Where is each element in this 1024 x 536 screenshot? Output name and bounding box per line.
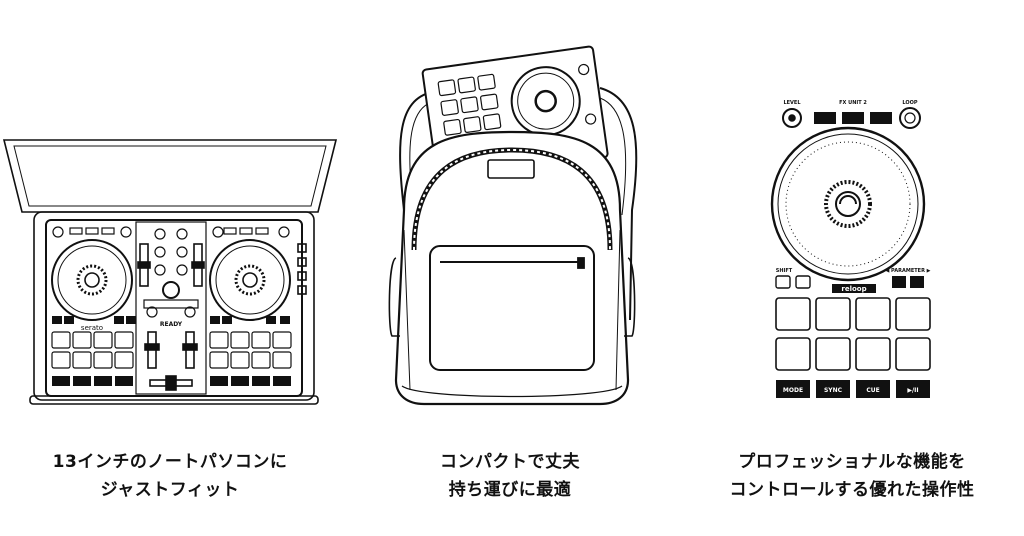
caption-line-1: 13インチのノートパソコンに	[52, 452, 288, 472]
pad-2	[815, 297, 851, 331]
bag-body	[394, 130, 630, 406]
laptop-base	[33, 211, 315, 401]
sync-label: SYNC	[824, 387, 843, 394]
caption-line-2: ジャストフィット	[100, 480, 240, 500]
caption-line-1: プロフェッショナルな機能を	[738, 452, 966, 472]
fx-button-1	[814, 112, 836, 124]
deck-illustration: LEVEL FX UNIT 2 LOOP ◀ PARAMETER ▶ SHIFT…	[770, 100, 931, 398]
panel-laptop: serato READY 13インチのノートパソコンに ジャストフィット	[0, 0, 340, 536]
parameter-label: ◀ PARAMETER ▶	[885, 268, 930, 274]
caption-line-2: コントロールする優れた操作性	[729, 480, 975, 500]
fx-unit-label: FX UNIT 2	[839, 100, 867, 106]
brand-label: serato	[81, 324, 103, 332]
jog-wheel	[770, 126, 926, 282]
play-button	[896, 380, 930, 398]
cue-button	[856, 380, 890, 398]
sync-button	[816, 380, 850, 398]
name-tag	[487, 159, 535, 179]
mode-label: MODE	[783, 387, 803, 394]
brand-plate	[832, 284, 876, 293]
caption-deck: プロフェッショナルな機能を コントロールする優れた操作性	[680, 448, 1024, 504]
pad-5	[775, 337, 811, 371]
caption-line-1: コンパクトで丈夫	[440, 452, 580, 472]
jog-wheel-right	[209, 239, 291, 321]
zipper-arc	[411, 147, 613, 251]
front-pocket	[429, 245, 595, 371]
panel-backpack: コンパクトで丈夫 持ち運びに最適	[340, 0, 680, 536]
loop-label: LOOP	[902, 100, 918, 106]
controller-body	[45, 219, 303, 397]
param-left-button	[892, 276, 906, 288]
ready-label: READY	[160, 321, 183, 328]
pad-1	[775, 297, 811, 331]
caption-backpack: コンパクトで丈夫 持ち運びに最適	[340, 448, 680, 504]
brand-label: reloop	[841, 285, 866, 293]
pad-7	[855, 337, 891, 371]
level-knob	[782, 108, 802, 128]
laptop-lid	[2, 139, 338, 213]
fx-button-3	[870, 112, 892, 124]
mixer-section	[135, 221, 207, 395]
pad-3	[855, 297, 891, 331]
shift-button	[775, 275, 791, 289]
level-label: LEVEL	[783, 100, 801, 106]
strap-left	[399, 91, 433, 321]
caption-laptop: 13インチのノートパソコンに ジャストフィット	[0, 448, 340, 504]
pad-4	[895, 297, 931, 331]
panel-deck: LEVEL FX UNIT 2 LOOP ◀ PARAMETER ▶ SHIFT…	[680, 0, 1024, 536]
strap-right	[599, 87, 638, 321]
loop-knob	[899, 107, 921, 129]
shift-label: SHIFT	[776, 268, 793, 274]
play-label: ▶/II	[907, 387, 918, 394]
param-right-button	[910, 276, 924, 288]
fx-button-2	[842, 112, 864, 124]
jog-wheel-left	[51, 239, 133, 321]
cue-label: CUE	[866, 387, 879, 394]
pad-8	[895, 337, 931, 371]
pad-6	[815, 337, 851, 371]
backpack-illustration	[388, 45, 638, 406]
caption-line-2: 持ち運びに最適	[448, 480, 572, 500]
mode-button	[776, 380, 810, 398]
laptop-controller-illustration: serato READY	[2, 139, 338, 405]
